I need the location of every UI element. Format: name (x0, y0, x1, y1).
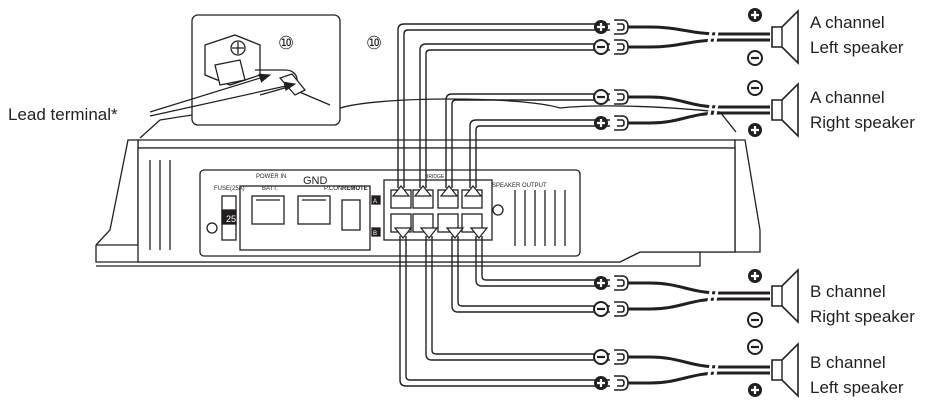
speaker-minus-a-left (747, 50, 763, 66)
speaker-connections (593, 8, 799, 398)
speaker-b-right-side: Right speaker (810, 307, 915, 326)
wire-polarity-b-left-top (593, 349, 609, 365)
vent-slots (514, 190, 566, 246)
wire-polarity-a-right-bottom (594, 116, 608, 130)
plug-b-right-bottom (614, 301, 629, 317)
gnd-terminal (297, 195, 331, 225)
speaker-a-left-channel: A channel (810, 13, 885, 32)
plug-a-left-bottom (614, 39, 629, 55)
cable-a-right (628, 95, 770, 125)
wire-polarity-b-right-bottom (593, 301, 609, 317)
speaker-output-label: SPEAKER OUTPUT (492, 183, 547, 189)
wire-polarity-b-left-bottom (594, 376, 608, 390)
speaker-a-left-icon (771, 9, 799, 65)
bridge-label: BRIDGE (425, 174, 445, 180)
speaker-b-left-icon (771, 342, 799, 398)
amplifier-labels: FUSE(25A) 25 POWER IN BATT. GND P.CON RE… (214, 174, 547, 237)
lead-terminal-inset (191, 14, 341, 126)
speaker-plus-a-right (748, 123, 762, 137)
plug-a-right-top (614, 89, 629, 105)
speaker-a-right-icon (771, 82, 799, 138)
p-con-label: P.CON (324, 186, 342, 192)
plug-b-left-top (614, 349, 629, 365)
wire-polarity-a-right-top (593, 89, 609, 105)
fuse-value: 25 (226, 214, 236, 224)
cable-b-right (628, 281, 770, 311)
wire-a-left-minus (419, 43, 610, 188)
speaker-b-right-channel: B channel (810, 282, 886, 301)
inset-reference-number: ⑩ (278, 33, 295, 54)
wire-polarity-a-left-bottom (593, 39, 609, 55)
speaker-minus-b-right (747, 312, 763, 328)
wire-a-right-plus (469, 119, 610, 188)
batt-terminal (251, 195, 285, 225)
gnd-label: GND (303, 175, 328, 187)
wire-polarity-a-left-top (594, 20, 608, 34)
speaker-wires (397, 23, 610, 387)
lead-terminal-label: Lead terminal* (8, 105, 118, 124)
cable-b-left (628, 355, 770, 385)
plug-a-right-bottom (614, 115, 629, 131)
wiring-reference-number: ⑩ (366, 33, 383, 54)
wire-b-right-minus (451, 236, 610, 313)
speaker-b-left-channel: B channel (810, 353, 886, 372)
terminal-arrows (391, 185, 489, 239)
speaker-plus-a-left (748, 8, 762, 22)
speaker-minus-a-right (747, 80, 763, 96)
speaker-minus-b-left (747, 339, 763, 355)
wire-a-left-plus (397, 23, 610, 188)
wire-b-left-plus (399, 236, 610, 387)
screw-right (492, 204, 504, 216)
power-in-label: POWER IN (256, 174, 286, 180)
plug-b-left-bottom (614, 375, 629, 391)
speaker-b-right-icon (771, 268, 799, 324)
speaker-a-right-channel: A channel (810, 88, 885, 107)
speaker-a-left-side: Left speaker (810, 38, 904, 57)
fuse-label: FUSE(25A) (214, 186, 245, 192)
amplifier (95, 98, 761, 267)
plug-b-right-top (614, 275, 629, 291)
batt-label: BATT. (262, 186, 278, 192)
plug-a-left-top (614, 19, 629, 35)
speaker-plus-b-left (748, 383, 762, 397)
remote-terminal (341, 199, 361, 231)
speaker-a-right-side: Right speaker (810, 113, 915, 132)
lead-terminal-leaders (149, 73, 297, 117)
remote-label: REMOTE (342, 186, 368, 192)
cable-a-left (628, 25, 770, 49)
wire-polarity-b-right-top (594, 276, 608, 290)
wire-a-right-minus (445, 93, 610, 188)
screw-left (206, 222, 218, 234)
speaker-b-left-side: Left speaker (810, 378, 904, 397)
wire-b-left-minus (425, 236, 610, 361)
row-a-label: A (373, 199, 377, 205)
row-b-label: B (373, 231, 377, 237)
speaker-plus-b-right (748, 269, 762, 283)
wire-b-right-plus (475, 236, 610, 287)
